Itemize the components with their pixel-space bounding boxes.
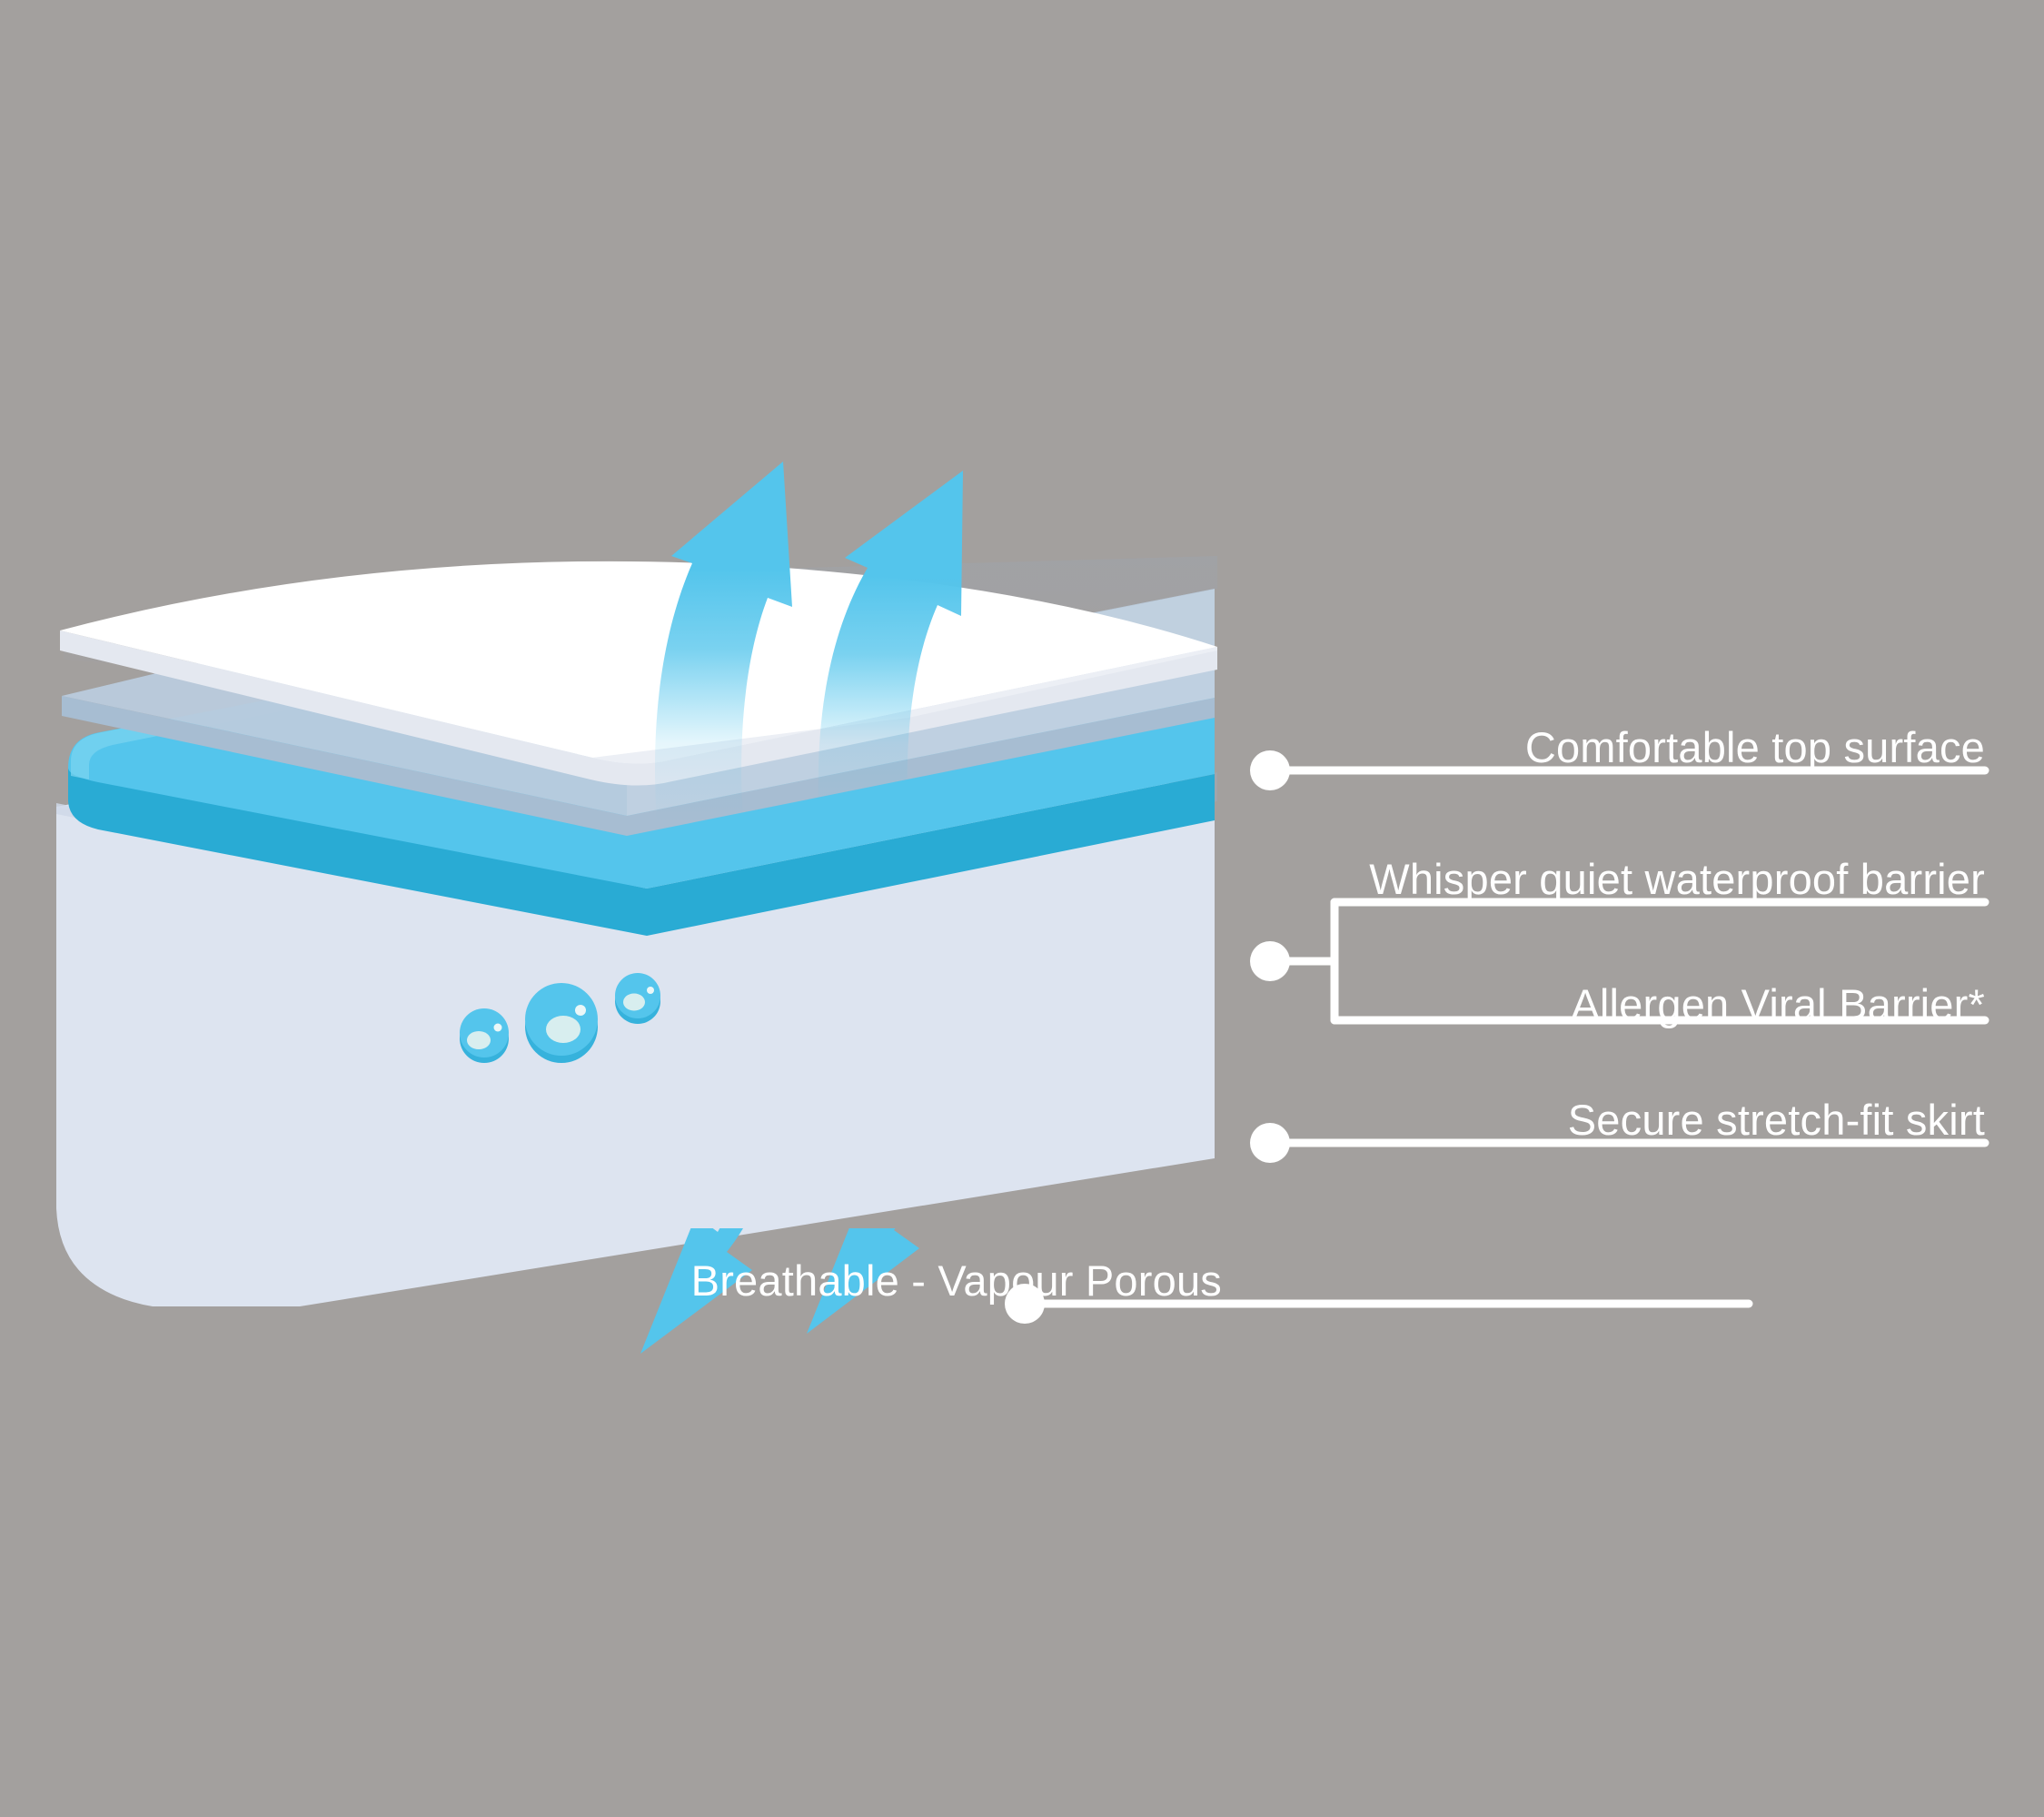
callout-dot bbox=[1005, 1284, 1045, 1324]
callout-label-comfortable-top-surface: Comfortable top surface bbox=[1524, 723, 1985, 771]
water-droplet-group bbox=[460, 973, 660, 1063]
water-droplet bbox=[525, 983, 598, 1063]
callout-line-comfortable-top-surface bbox=[1250, 750, 1989, 790]
callout-line-bracket bbox=[1250, 898, 1989, 1025]
callout-label-allergen-viral-barrier: Allergen Viral Barrier* bbox=[1571, 980, 1985, 1028]
airflow-arrow-down bbox=[640, 1228, 752, 1354]
water-droplet bbox=[615, 973, 660, 1024]
callout-dot bbox=[1250, 941, 1290, 981]
airflow-up-arrows bbox=[655, 462, 963, 822]
water-droplet bbox=[460, 1008, 509, 1063]
airflow-arrow-up bbox=[818, 471, 963, 822]
callout-label-secure-stretch-fit-skirt: Secure stretch-fit skirt bbox=[1567, 1096, 1985, 1144]
callout-dot bbox=[1250, 750, 1290, 790]
callout-line-secure-stretch-fit-skirt bbox=[1250, 1123, 1989, 1163]
airflow-down-arrows bbox=[640, 1228, 919, 1354]
callout-label-whisper-quiet-waterproof-barrier: Whisper quiet waterproof barrier bbox=[1369, 855, 1985, 903]
airflow-arrow-up bbox=[655, 462, 792, 822]
airflow-arrow-down bbox=[807, 1228, 919, 1334]
callout-dot bbox=[1250, 1123, 1290, 1163]
callout-label-breathable-vapour-porous: Breathable - Vapour Porous bbox=[690, 1256, 1222, 1305]
callout-line-breathable-vapour-porous bbox=[1005, 1284, 1753, 1324]
